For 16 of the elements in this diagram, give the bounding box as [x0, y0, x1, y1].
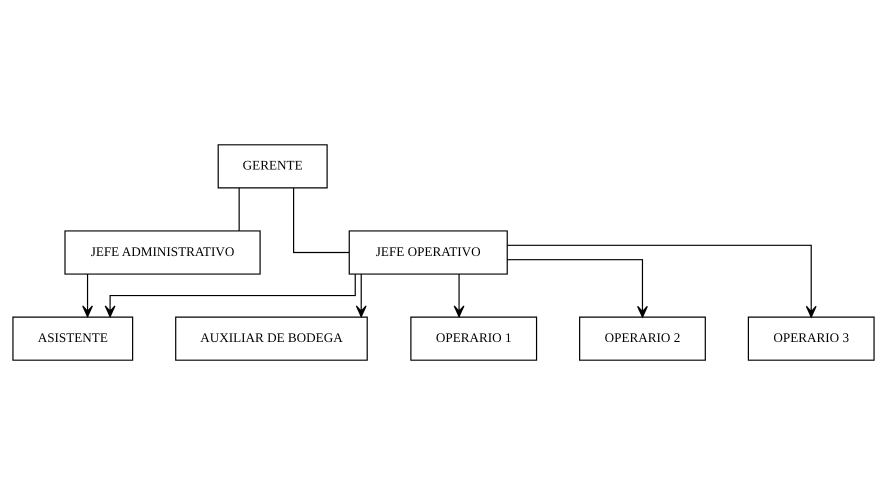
node-box: OPERARIO 1 [410, 316, 538, 360]
node-box: GERENTE [218, 144, 328, 188]
node-box: OPERARIO 3 [748, 316, 875, 360]
node-box: JEFE OPERATIVO [348, 230, 508, 274]
arrow [82, 274, 93, 317]
connector [238, 188, 240, 230]
node-box: AUXILIAR DE BODEGA [175, 316, 368, 360]
arrow [454, 274, 464, 317]
node-box: ASISTENTE [12, 316, 134, 360]
arrow [356, 274, 367, 317]
arrow [507, 258, 648, 318]
connector [293, 188, 350, 253]
arrow [508, 244, 817, 318]
arrow [104, 274, 356, 317]
node-box: OPERARIO 2 [579, 316, 706, 360]
node-box: JEFE ADMINISTRATIVO [64, 230, 261, 274]
